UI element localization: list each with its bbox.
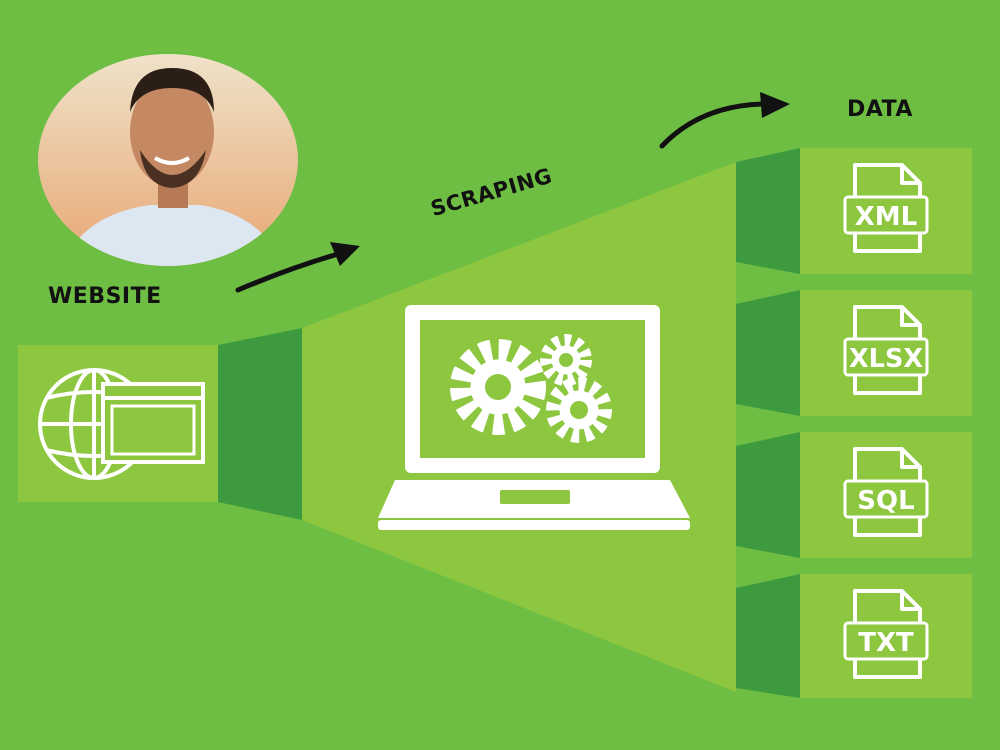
data-label: DATA bbox=[847, 97, 913, 122]
arrow-website-to-scraping bbox=[238, 242, 360, 290]
format-label-xlsx: XLSX bbox=[849, 344, 923, 374]
person-photo bbox=[38, 54, 298, 270]
format-label-sql: SQL bbox=[857, 486, 914, 516]
website-label: WEBSITE bbox=[48, 284, 162, 309]
arrow-scraping-to-data bbox=[662, 92, 790, 146]
funnel-connector bbox=[218, 328, 302, 520]
format-label-txt: TXT bbox=[858, 628, 914, 658]
format-label-xml: XML bbox=[855, 202, 918, 232]
laptop-gears-icon bbox=[378, 305, 690, 530]
